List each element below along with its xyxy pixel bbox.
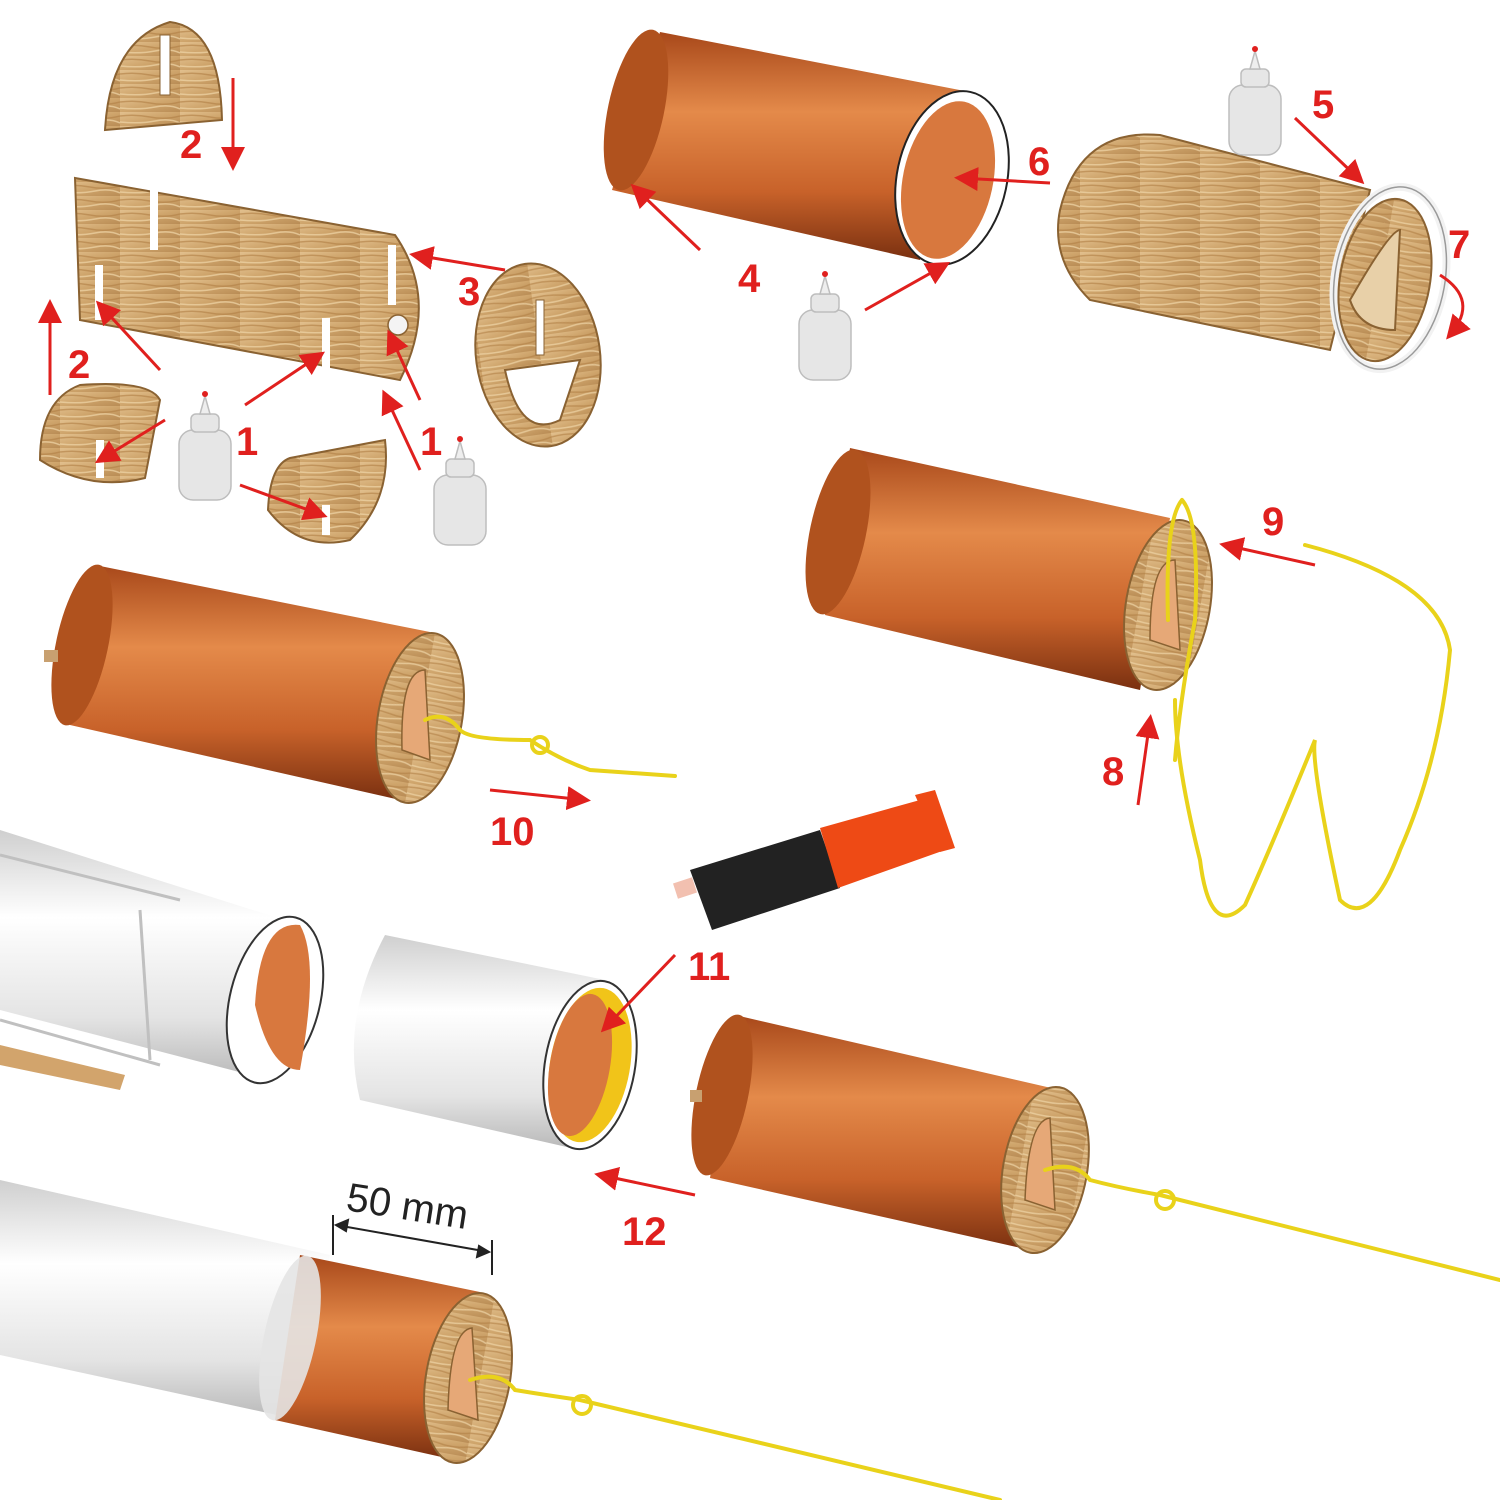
step-label-2-top: 2 [180, 123, 202, 167]
step-label-7: 7 [1448, 223, 1470, 267]
wood-cradle-top-right: 5 7 [1057, 45, 1471, 374]
step-label-10: 10 [490, 810, 535, 854]
step-label-1-right: 1 [420, 420, 442, 464]
yellow-cord [423, 714, 677, 778]
white-body-tube-open [0, 830, 300, 1080]
dimension-line [332, 1215, 493, 1275]
orange-tube-medium [825, 448, 1170, 690]
final-tube-dimension: 50 mm [0, 1175, 1002, 1500]
body-tube-coupler-assembly: 11 12 [0, 830, 1500, 1282]
step-label-9: 9 [1262, 500, 1284, 544]
step-label-2-left: 2 [68, 343, 90, 387]
tube-with-knot-left: 10 [44, 564, 677, 854]
step-label-6: 6 [1028, 140, 1050, 184]
white-body-tube-long [0, 1180, 330, 1420]
yellow-cord [468, 1374, 1002, 1500]
tube-with-cord-right: 9 8 [805, 448, 1453, 918]
wood-half-disc-left [38, 383, 162, 484]
glue-bottle-icon [798, 270, 852, 381]
orange-tube-left [70, 565, 430, 800]
step-label-4: 4 [738, 257, 761, 301]
yellow-cord [1043, 1164, 1500, 1282]
step-label-5: 5 [1312, 83, 1334, 127]
wood-half-disc-bottom [266, 438, 387, 544]
yellow-cord [1165, 498, 1453, 918]
orange-tube-large [612, 32, 970, 260]
epoxy-syringe [673, 790, 955, 930]
step-label-11: 11 [688, 945, 730, 989]
bulkhead-assembly-top-left: 2 3 2 1 1 [38, 20, 602, 546]
arrows-step-1-3 [38, 78, 506, 521]
orange-tube-with-cord [710, 1015, 1060, 1250]
step-label-12: 12 [622, 1210, 667, 1254]
wood-cradle-body [1057, 133, 1372, 352]
glue-bottle-icon [1228, 45, 1282, 156]
step-label-8: 8 [1102, 750, 1124, 794]
step-label-3: 3 [458, 270, 480, 314]
wood-plate-main [73, 176, 420, 382]
step-label-1-center: 1 [236, 420, 258, 464]
tube-gluing-top-center: 4 6 [603, 29, 1050, 381]
glue-bottle-icon [178, 390, 232, 501]
white-coupler-tube [353, 935, 605, 1150]
dimension-label: 50 mm [344, 1175, 472, 1238]
